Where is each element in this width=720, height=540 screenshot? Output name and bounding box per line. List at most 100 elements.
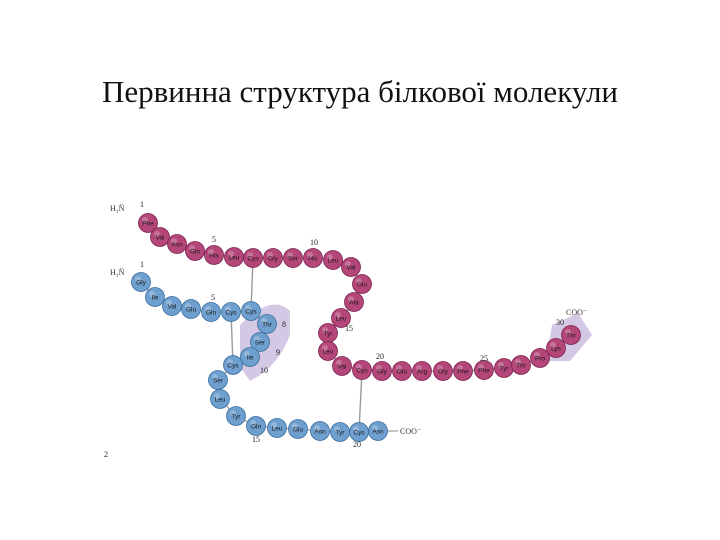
chain-b-residue-bead xyxy=(453,361,473,381)
chain-b-position-number: 1 xyxy=(140,200,144,209)
chain-b-residue-shine xyxy=(228,251,234,257)
chain-a-residue-bead xyxy=(223,355,243,375)
chain-b-residue-bead xyxy=(433,361,453,381)
chain-b-residue-shine xyxy=(478,364,484,370)
chain-b-residue-bead xyxy=(474,360,494,380)
chain-b-residue-label: Asn xyxy=(171,241,183,248)
chain-b-residue-label: Leu xyxy=(336,315,347,322)
chain-b-position-number: 5 xyxy=(212,235,216,244)
chain-a-residue-bead xyxy=(226,406,246,426)
chain-a-residue-label: Ile xyxy=(247,354,254,361)
chain-a-residue-bead xyxy=(201,302,221,322)
chain-b-residue-label: Tyr xyxy=(323,330,333,337)
chain-a-residue-label: Cys xyxy=(225,309,237,316)
chain-a-residue-shine xyxy=(314,425,320,431)
chain-a-residue-bead xyxy=(246,416,266,436)
chain-a-residue-shine xyxy=(261,318,267,324)
chain-b-residue-bead xyxy=(323,250,343,270)
chain-a-residue-label: Gly xyxy=(136,279,147,286)
chain-a-residue-bead xyxy=(181,299,201,319)
chain-b-residue-shine xyxy=(267,252,273,258)
chain-a-residue-label: Cys xyxy=(245,308,257,315)
chain-b-residue-label: Ser xyxy=(288,255,299,262)
chain-a-residue-shine xyxy=(225,306,231,312)
chain-a-residue-bead xyxy=(250,332,270,352)
chain-b-residue-shine xyxy=(396,365,402,371)
chain-a-residue-shine xyxy=(149,291,155,297)
chain-a-residue-label: Thr xyxy=(262,321,273,328)
chain-a-residue-label: Glu xyxy=(293,426,304,433)
chain-a-residue-shine xyxy=(334,426,340,432)
chain-b-residue-shine xyxy=(437,365,443,371)
chain-b-residue-bead xyxy=(331,308,351,328)
chain-b-residue-label: Cys xyxy=(356,367,368,374)
chain-b-residue-label: Leu xyxy=(229,254,240,261)
chain-b-residue-label: Phe xyxy=(478,367,490,374)
chain-b-residue-bead xyxy=(372,361,392,381)
chain-b-residue-bead xyxy=(243,248,263,268)
chain-b-residue-bead xyxy=(150,227,170,247)
chain-b-residue-shine xyxy=(287,252,293,258)
chain-b-residue-label: Thr xyxy=(566,332,577,339)
chain-a-n-terminus: H₃N̈ xyxy=(110,268,125,277)
chain-b-residue-bead xyxy=(185,241,205,261)
chain-b-residue-label: Pro xyxy=(535,355,546,362)
disulfide-bond-b19-a20 xyxy=(358,369,363,433)
chain-a-residue-label: Gln xyxy=(206,309,217,316)
chain-b-residue-shine xyxy=(307,252,313,258)
chain-b-residue-label: His xyxy=(308,255,318,262)
chain-b-residue-shine xyxy=(154,231,160,237)
chain-b-residue-bead xyxy=(546,338,566,358)
chain-a-position-number: 5 xyxy=(211,293,215,302)
chain-b-position-number: 20 xyxy=(376,352,384,361)
chain-a-residue-shine xyxy=(135,276,141,282)
chain-b-position-number: 25 xyxy=(480,354,488,363)
chain-b-residue-label: Phe xyxy=(457,368,469,375)
chain-a-residue-shine xyxy=(245,305,251,311)
chain-b-residue-shine xyxy=(534,352,540,358)
chain-b-residue-shine xyxy=(327,254,333,260)
chain-a-residue-label: Ile xyxy=(152,294,159,301)
chain-b-residue-shine xyxy=(550,342,556,348)
chain-a-residue-bead xyxy=(241,301,261,321)
figure-footnote: 2 xyxy=(104,450,108,459)
chain-a-position-number: 8 xyxy=(282,320,286,329)
chain-b-residue-shine xyxy=(498,362,504,368)
chain-b-residue-label: Glu xyxy=(397,368,408,375)
chain-b-residue-label: Cys xyxy=(247,255,259,262)
chain-b-residue-label: His xyxy=(209,252,219,259)
chain-b-residue-label: Gly xyxy=(268,255,279,262)
chain-b-residue-bead xyxy=(303,248,323,268)
chain-b-position-number: 30 xyxy=(556,318,564,327)
chain-a-residue-bead xyxy=(145,287,165,307)
chain-a-residue-label: Ser xyxy=(213,377,224,384)
chain-b-residue-bead xyxy=(167,234,187,254)
chain-b-residue-label: Gly xyxy=(438,368,449,375)
chain-a-residue-label: Leu xyxy=(215,396,226,403)
chain-b-position-number: 10 xyxy=(310,238,318,247)
chain-b-residue-bead xyxy=(530,348,550,368)
chain-a-residue-shine xyxy=(244,351,250,357)
chain-a-residue-bead xyxy=(310,421,330,441)
chain-a-residue-bead xyxy=(210,389,230,409)
chain-a-position-number: 1 xyxy=(140,260,144,269)
chain-b-residue-shine xyxy=(515,359,521,365)
chain-a-residue-label: Gln xyxy=(251,423,262,430)
chain-b-residue-bead xyxy=(344,292,364,312)
page-title: Первинна структура білкової молекули xyxy=(101,74,619,109)
chain-b-residue-shine xyxy=(348,296,354,302)
chain-a-position-number: 20 xyxy=(353,440,361,449)
chain-b-residue-bead xyxy=(283,248,303,268)
chain-a-c-terminus: COO⁻ xyxy=(400,427,421,436)
chain-a-residue-bead xyxy=(288,419,308,439)
chain-a-residue-label: Asn xyxy=(314,428,326,435)
chain-b-n-terminus: H₃N̈ xyxy=(110,204,125,213)
chain-b-residue-shine xyxy=(345,261,351,267)
chain-b-residue-bead xyxy=(412,361,432,381)
chain-b-residue-shine xyxy=(189,245,195,251)
chain-b-residue-shine xyxy=(247,252,253,258)
chain-b-residue-shine xyxy=(457,365,463,371)
chain-a-position-number: 15 xyxy=(252,435,260,444)
chain-b-residue-label: Gln xyxy=(190,248,201,255)
chain-a-residue-label: Tyr xyxy=(335,429,345,436)
